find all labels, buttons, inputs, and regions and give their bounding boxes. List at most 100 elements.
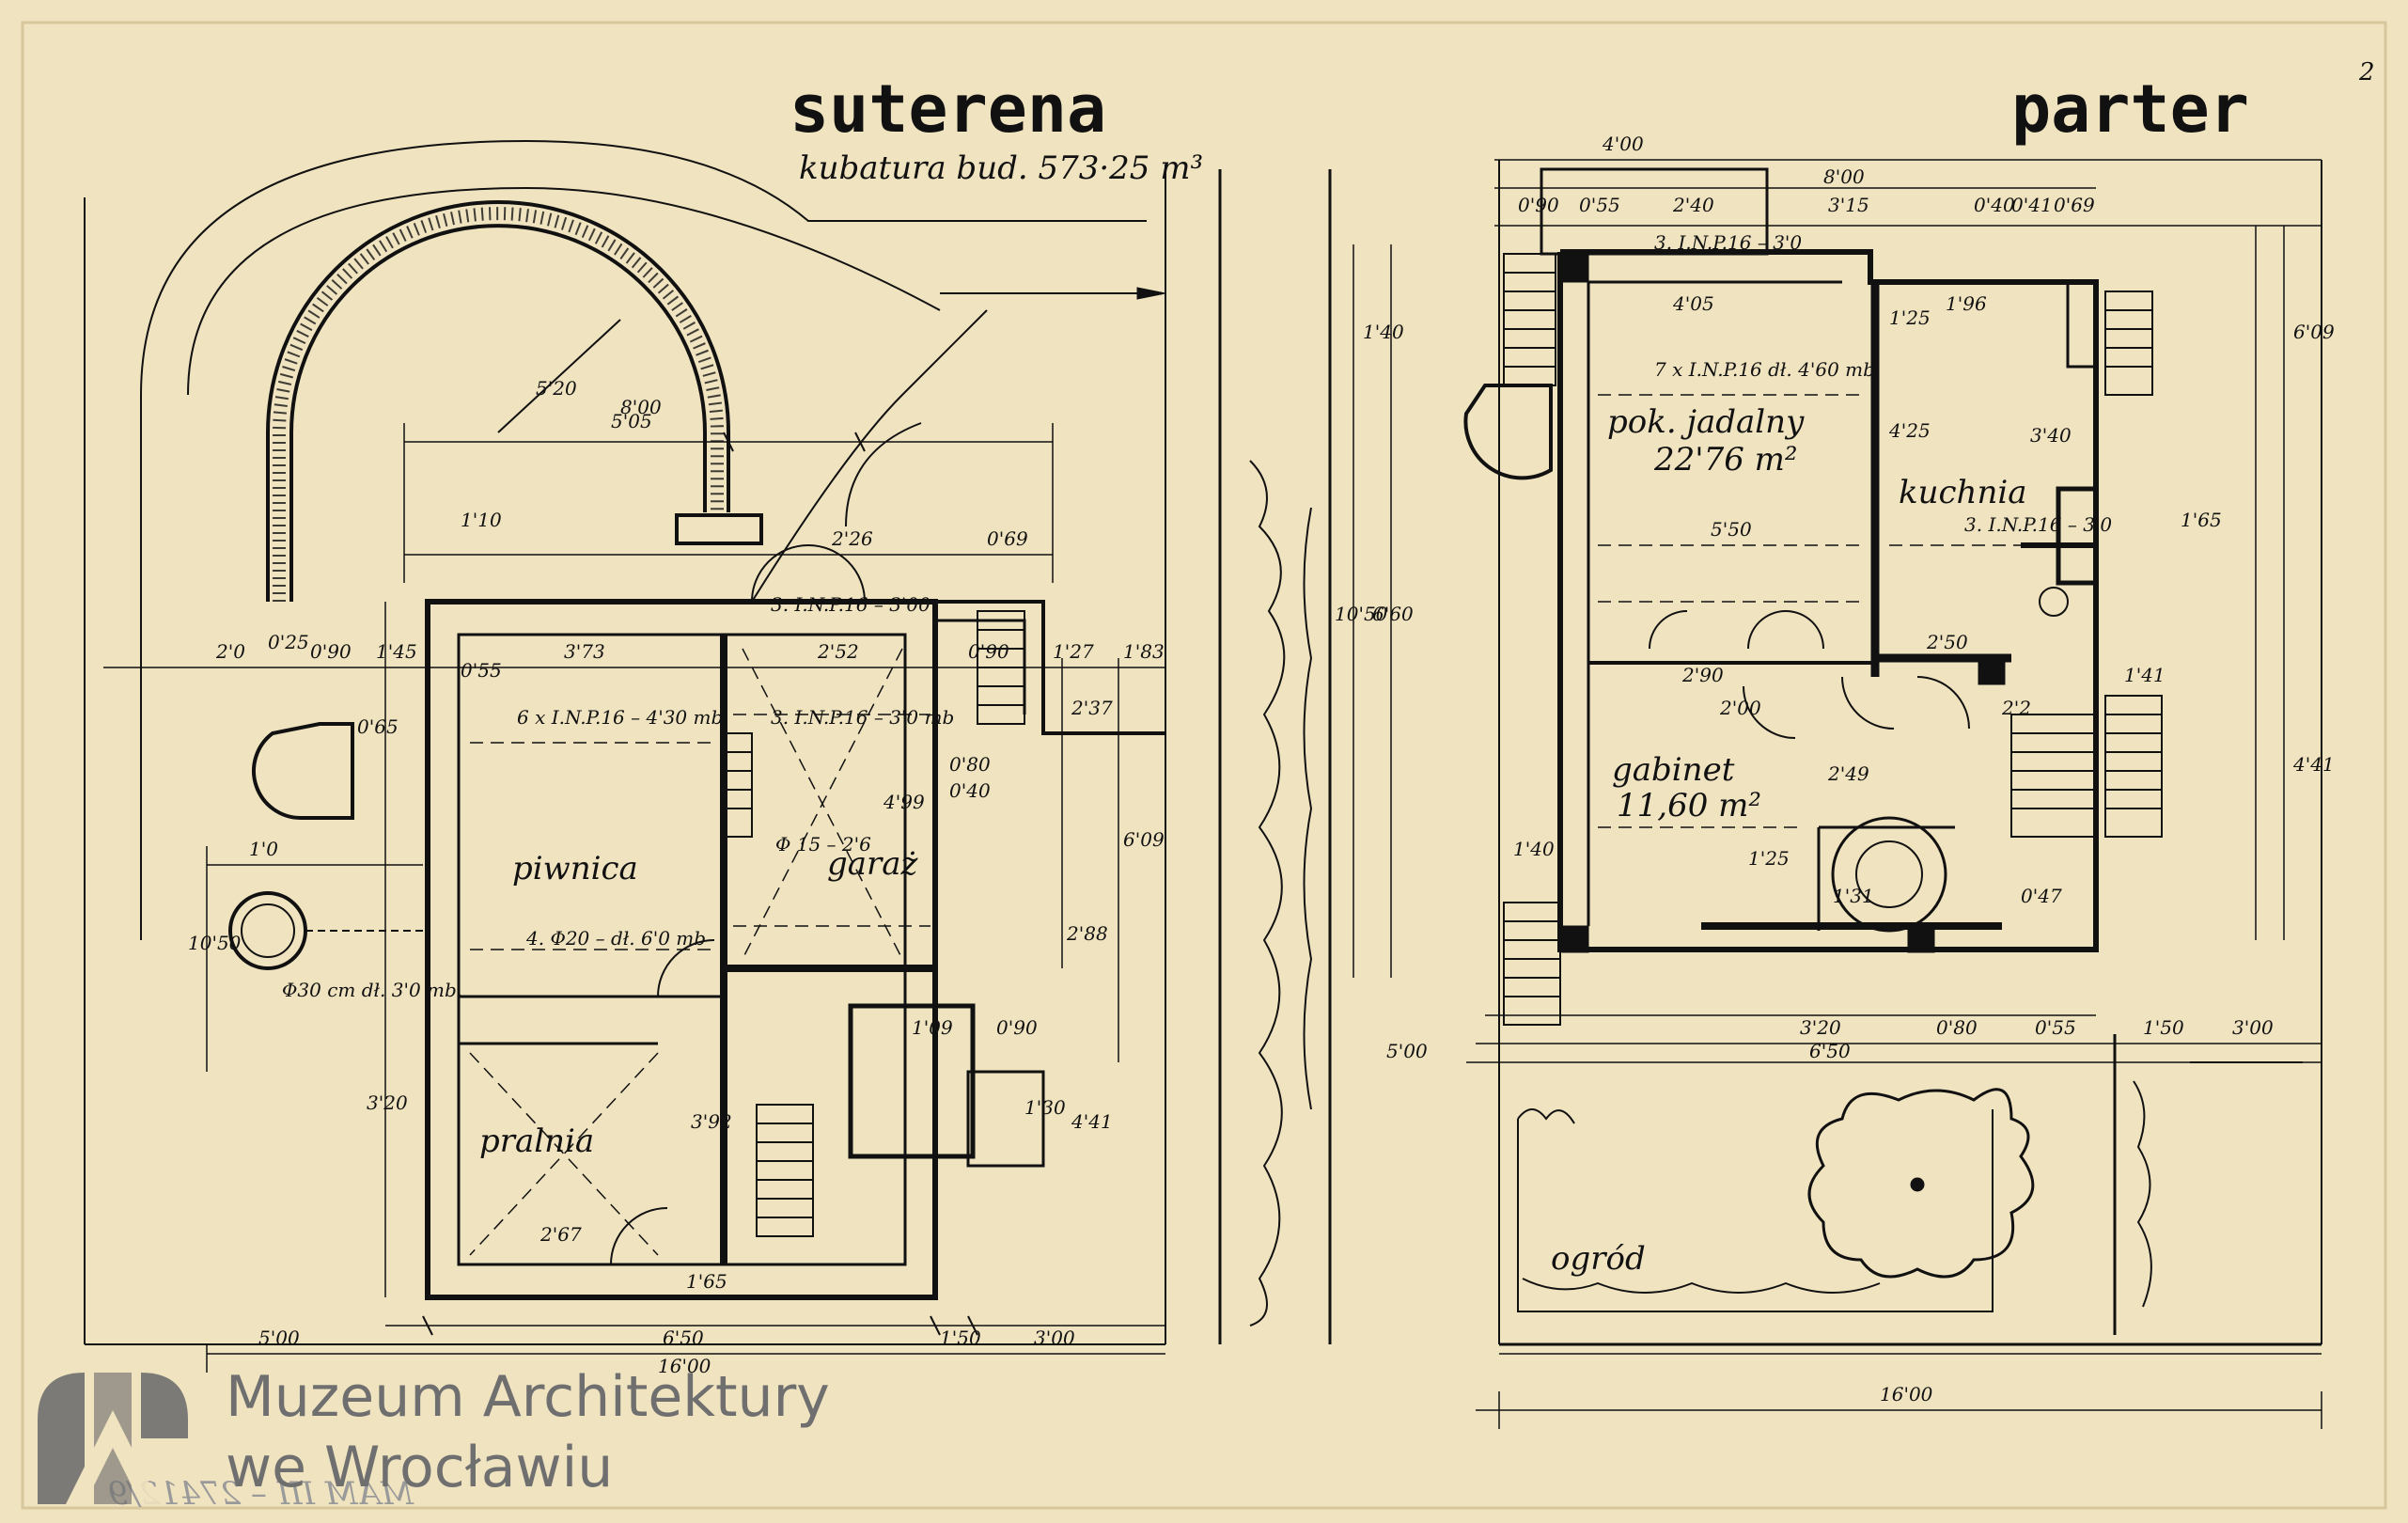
dim-label: 0'90 xyxy=(996,1016,1038,1039)
dim-label: 0'55 xyxy=(2035,1016,2076,1039)
archive-stamp: MAM III – 27412/9 xyxy=(108,1475,414,1513)
dim-label: 1'31 xyxy=(1833,885,1874,907)
dim-label: 1'45 xyxy=(376,640,417,663)
dim-label: 8'00 xyxy=(1823,165,1865,188)
dim-label: 2'2 xyxy=(2001,697,2031,719)
dim-label: 1'09 xyxy=(912,1016,953,1039)
dim-label: 0'41 xyxy=(2011,194,2053,216)
archive-mark: MAM III – 27412/9 xyxy=(108,1475,414,1513)
dim-label: 0'65 xyxy=(357,715,399,738)
dim-label: 3'73 xyxy=(564,640,605,663)
dim-label: 3'15 xyxy=(1828,194,1869,216)
beam-label-1: 6 x I.N.P.16 – 4'30 mb xyxy=(517,706,723,729)
dim-label: 5'00 xyxy=(258,1327,300,1349)
watermark-line-2: we Wrocławiu xyxy=(226,1435,614,1500)
dim-label: 1'50 xyxy=(2143,1016,2184,1039)
room-jadalny-area: 22'76 m² xyxy=(1653,441,1798,479)
room-piwnica: piwnica xyxy=(512,850,638,887)
beam-label-2: 3. I.N.P.16 – 3'0 xyxy=(1964,513,2112,536)
right-plan-labels: parter pok. jadalny 22'76 m² kuchnia gab… xyxy=(1335,71,2335,1405)
dim-label: 6'60 xyxy=(1372,603,1414,625)
room-jadalny: pok. jadalny xyxy=(1607,403,1805,441)
beam-label-5: Φ 15 – 2'6 xyxy=(775,833,871,856)
dim-label: 6'09 xyxy=(1123,828,1165,851)
dim-label: 4'41 xyxy=(2292,753,2335,776)
dim-label: 6'50 xyxy=(663,1327,704,1349)
dim-label: 5'50 xyxy=(1711,518,1752,541)
dim-label: 5'20 xyxy=(536,377,577,400)
room-pralnia: pralnia xyxy=(479,1123,594,1160)
dim-label: 2'88 xyxy=(1066,922,1108,945)
dim-label: 3'20 xyxy=(367,1091,408,1114)
kubatura-subtitle: kubatura bud. 573·25 m³ xyxy=(799,149,1203,187)
dim-label: 16'00 xyxy=(658,1355,711,1377)
room-kuchnia: kuchnia xyxy=(1899,474,2026,511)
beam-label-1: 7 x I.N.P.16 dł. 4'60 mb xyxy=(1654,358,1875,381)
muzeum-architektury-logo-icon xyxy=(38,1373,188,1504)
suterena-title: suterena xyxy=(790,71,1106,148)
dim-label: 0'90 xyxy=(968,640,1009,663)
dim-label: 2'40 xyxy=(1672,194,1714,216)
dim-label: 2'90 xyxy=(1681,664,1724,686)
room-ogrod: ogród xyxy=(1551,1240,1646,1278)
dim-label: 6'50 xyxy=(1809,1040,1851,1062)
dim-label: 0'40 xyxy=(1974,194,2015,216)
dim-label: 2'37 xyxy=(1071,697,1113,719)
dim-label: 6'09 xyxy=(2293,321,2335,343)
dim-label: 4'99 xyxy=(883,791,925,813)
dim-label: 1'41 xyxy=(2124,664,2166,686)
dim-label: 1'25 xyxy=(1889,306,1931,329)
right-floor-plan xyxy=(206,159,2322,1429)
dim-label: 3'40 xyxy=(2030,424,2072,447)
dim-label: 4'00 xyxy=(1602,133,1644,155)
dim-label: 3'92 xyxy=(691,1110,732,1133)
dim-label: 1'65 xyxy=(2181,509,2222,531)
dim-label: 1'0 xyxy=(249,838,278,860)
left-floor-plan xyxy=(84,139,1166,1355)
dim-label: 8'00 xyxy=(620,396,662,418)
beam-label-3: 3. I.N.P.16 – 3'0 xyxy=(1654,231,1802,254)
dim-label: 0'55 xyxy=(461,659,502,682)
dim-label: 2'0 xyxy=(215,640,245,663)
beam-label-2: 3. I.N.P.16 – 3'0 mb xyxy=(771,706,954,729)
dim-label: 2'52 xyxy=(817,640,859,663)
garden-strip xyxy=(1218,169,1332,1344)
paper-edge xyxy=(21,21,2387,1510)
sheet-number: 2 xyxy=(2358,58,2375,86)
beam-label-4: 3. I.N.P.16 – 3'00 xyxy=(771,593,930,616)
dim-label: 2'49 xyxy=(1827,762,1869,785)
dim-label: 0'90 xyxy=(310,640,352,663)
dim-label: 0'69 xyxy=(2054,194,2095,216)
dim-label: 0'40 xyxy=(949,779,991,802)
dim-label: 0'47 xyxy=(2021,885,2062,907)
dim-label: 5'05 xyxy=(611,410,652,432)
museum-watermark: Muzeum Architektury we Wrocławiu xyxy=(28,1354,930,1514)
beam-label-3: 4. Φ20 – dł. 6'0 mb xyxy=(525,927,706,950)
dim-label: 1'40 xyxy=(1513,838,1555,860)
watermark-line-1: Muzeum Architektury xyxy=(226,1364,830,1430)
dim-label: 2'67 xyxy=(539,1223,582,1246)
dim-label: 1'96 xyxy=(1946,292,1987,315)
dim-label: 1'10 xyxy=(461,509,502,531)
room-gabinet: gabinet xyxy=(1612,751,1735,789)
dim-label: 16'00 xyxy=(1880,1383,1933,1405)
dim-label: 10'50 xyxy=(188,932,242,954)
left-plan-labels: suterena kubatura bud. 573·25 m³ piwnica… xyxy=(188,71,1203,1377)
dim-label: 0'69 xyxy=(987,527,1028,550)
room-gabinet-area: 11,60 m² xyxy=(1617,787,1761,824)
dim-label: 0'80 xyxy=(949,753,991,776)
dim-label: 1'83 xyxy=(1123,640,1165,663)
dim-label: 1'25 xyxy=(1748,847,1790,870)
dim-label: 0'90 xyxy=(1518,194,1559,216)
dim-label: 0'55 xyxy=(1579,194,1620,216)
parter-title: parter xyxy=(2011,71,2249,148)
dim-label: 3'20 xyxy=(1800,1016,1841,1039)
dim-label: 1'50 xyxy=(940,1327,981,1349)
dim-label: 1'30 xyxy=(1024,1096,1066,1119)
dim-label: 3'00 xyxy=(2232,1016,2274,1039)
dim-label: 1'27 xyxy=(1053,640,1094,663)
dim-label: 0'80 xyxy=(1936,1016,1978,1039)
dim-label: 10'50 xyxy=(1335,603,1388,625)
